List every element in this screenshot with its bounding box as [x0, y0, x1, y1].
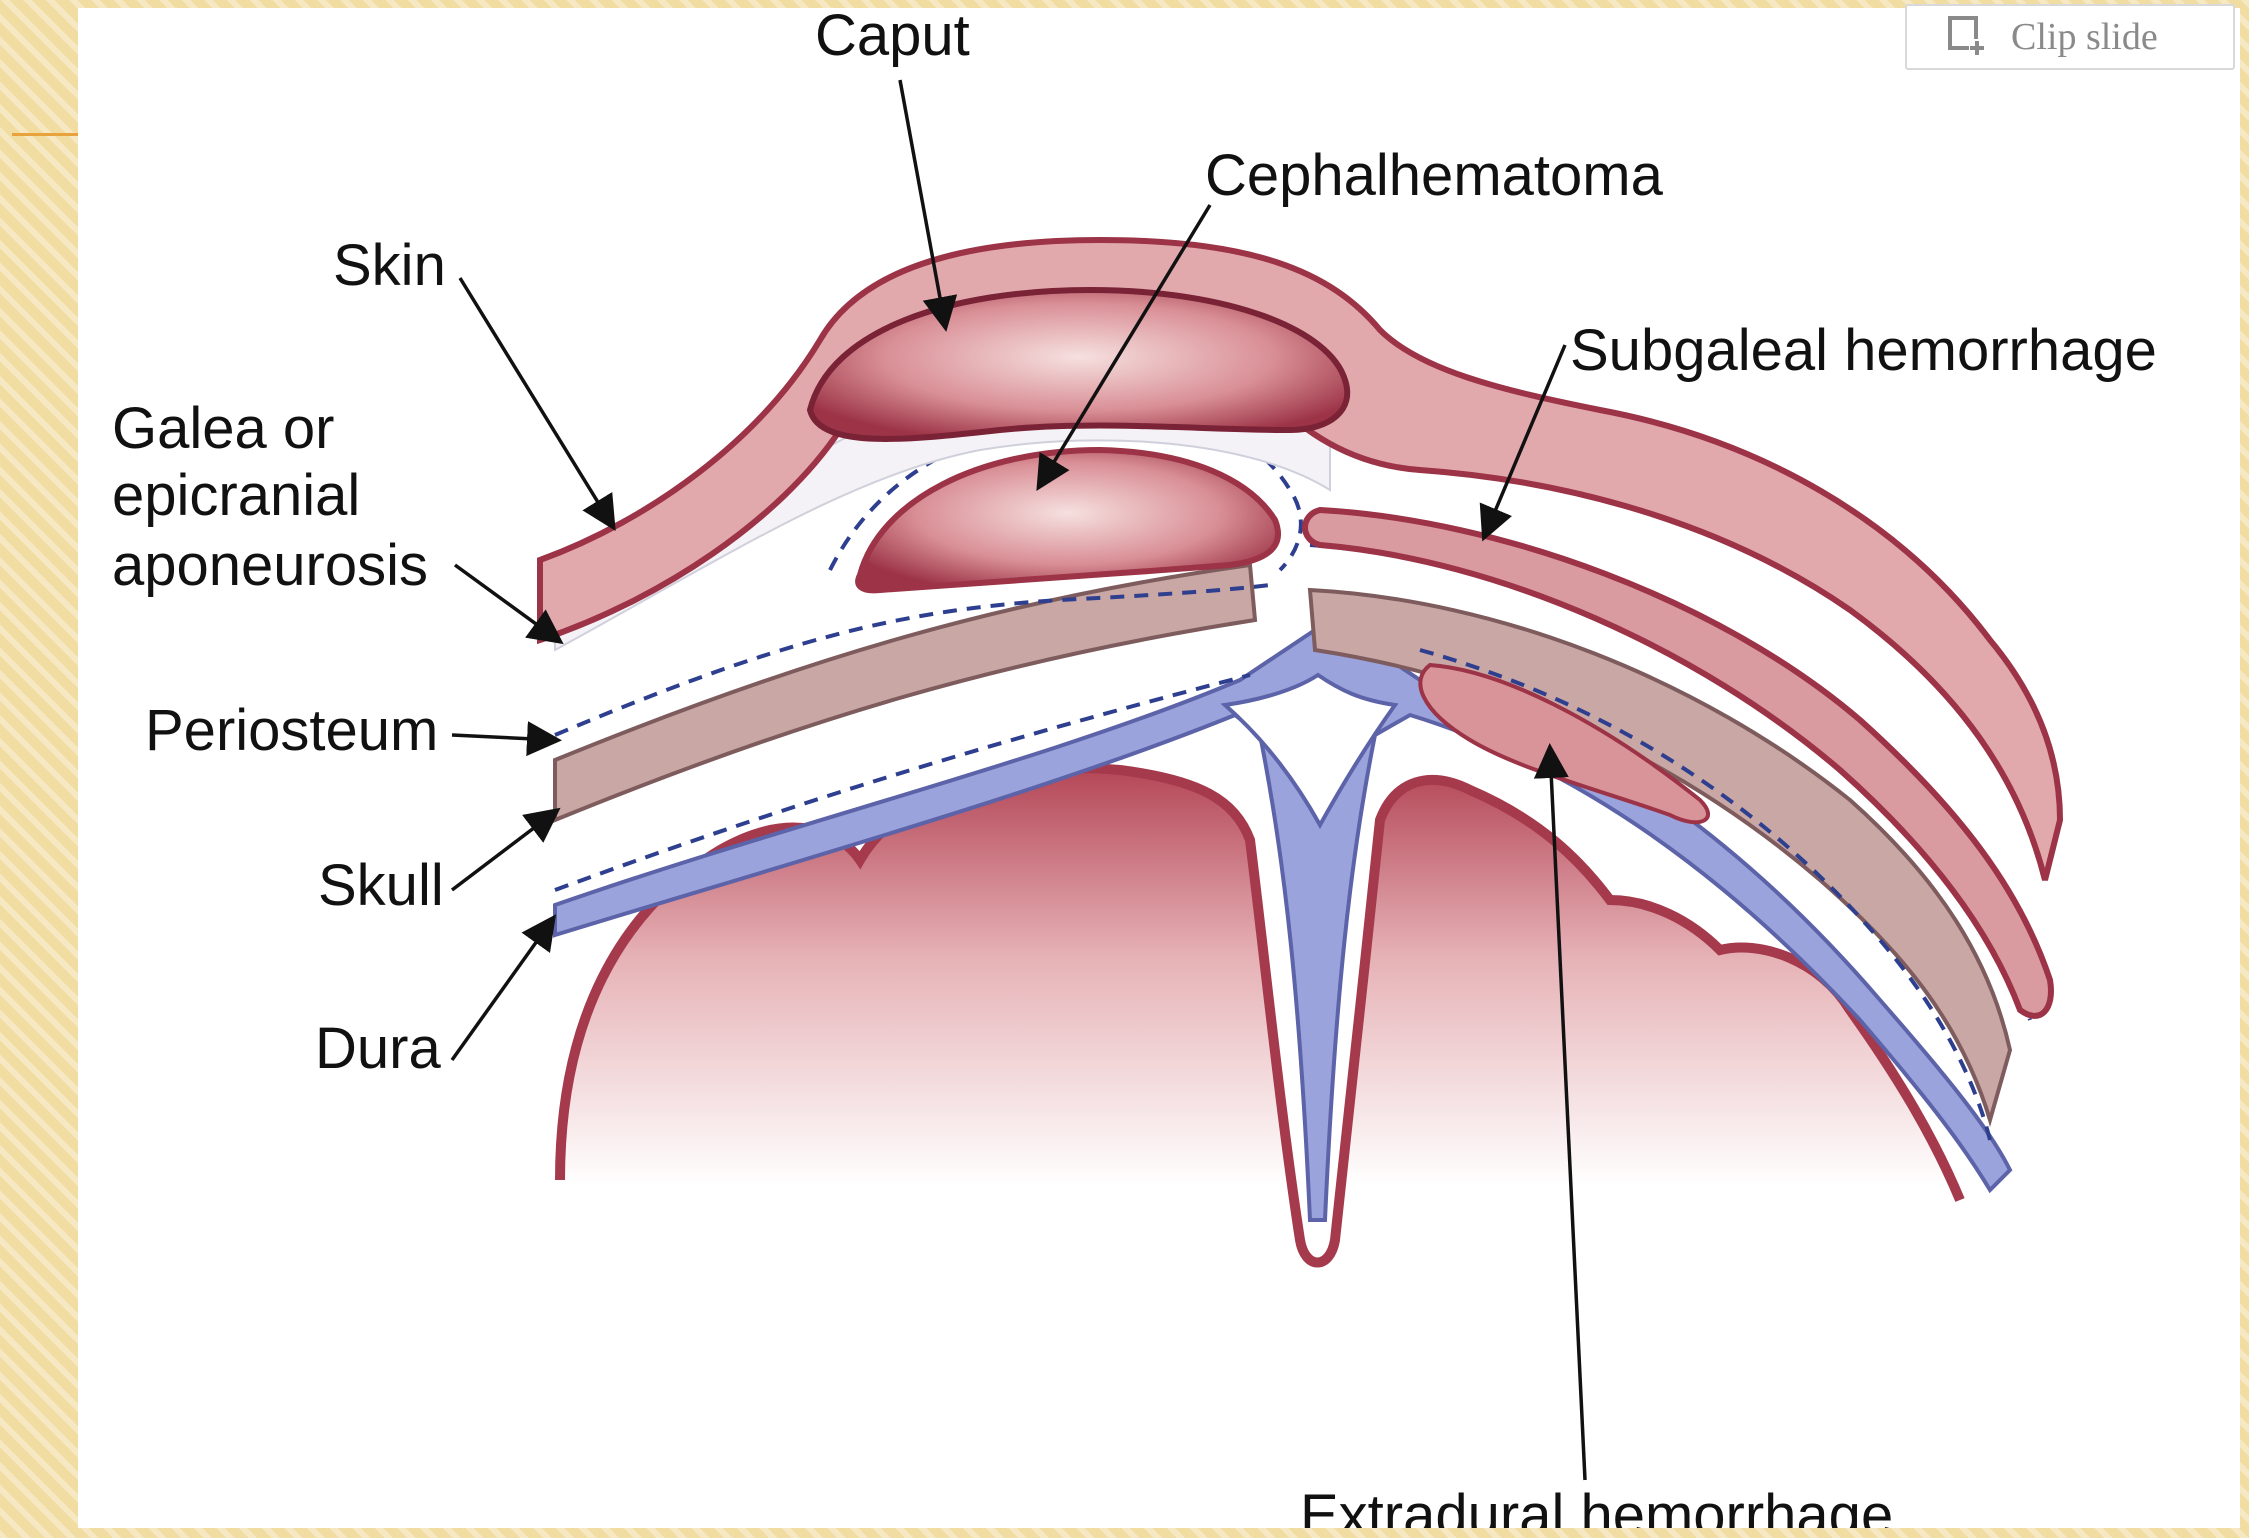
- clip-slide-button[interactable]: Clip slide: [1905, 4, 2235, 70]
- leader-dura: [450, 914, 557, 1062]
- leader-cephalhematoma: [1036, 204, 1212, 491]
- leader-caput: [898, 79, 958, 332]
- label-galea-line1: Galea or: [112, 396, 334, 461]
- label-subgaleal: Subgaleal hemorrhage: [1570, 318, 2157, 383]
- leader-galea: [453, 563, 564, 645]
- leader-skull: [450, 807, 561, 892]
- leader-extradural: [1533, 743, 1587, 1481]
- label-skin: Skin: [333, 233, 446, 298]
- clip-slide-label: Clip slide: [2011, 16, 2158, 58]
- label-galea-line2: epicranial: [112, 463, 360, 528]
- cephalhematoma: [855, 446, 1281, 594]
- slide-image: Caput Cephalhematoma Skin Subgaleal hemo…: [78, 8, 2240, 1528]
- leader-periosteum: [451, 721, 562, 757]
- subgaleal-hemorrhage-layer: [1302, 506, 2054, 1019]
- label-cephalhematoma: Cephalhematoma: [1205, 143, 1664, 208]
- leader-lines: [450, 79, 1587, 1481]
- label-skull: Skull: [318, 853, 444, 918]
- label-dura: Dura: [315, 1016, 441, 1081]
- clip-icon: [1948, 16, 1985, 55]
- leader-skin: [458, 277, 616, 531]
- label-caput: Caput: [815, 8, 970, 68]
- scalp-layers-diagram: Caput Cephalhematoma Skin Subgaleal hemo…: [112, 8, 2157, 1528]
- leader-subgaleal: [1479, 344, 1567, 542]
- label-periosteum: Periosteum: [145, 698, 438, 763]
- title-accent-line: [12, 133, 82, 136]
- label-galea-line3: aponeurosis: [112, 533, 428, 598]
- label-extradural: Extradural hemorrhage: [1300, 1483, 1893, 1528]
